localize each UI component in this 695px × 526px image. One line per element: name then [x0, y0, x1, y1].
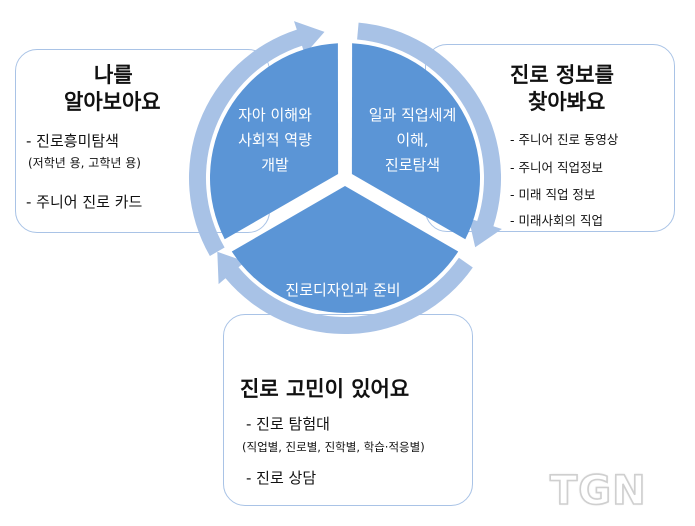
card-title-line2: 알아보아요 [64, 90, 161, 114]
cycle-segments [209, 43, 481, 313]
segment-left-label: 자아 이해와 사회적 역량 개발 [220, 103, 330, 178]
segment-right-line2: 이해, [396, 131, 429, 149]
list-item: - 진로 탐험대 [246, 415, 330, 433]
list-item: - 주니어 진로 동영상 [510, 132, 619, 147]
card-title-line1: 나를 [94, 63, 133, 87]
list-item-note: (저학년 용, 고학년 용) [28, 156, 141, 170]
segment-right [351, 43, 481, 240]
list-item: - 미래 직업 정보 [510, 187, 596, 202]
cycle-arrow-band [188, 21, 502, 335]
card-title-line1: 진로 정보를 [510, 63, 614, 87]
list-item: - 주니어 진로 카드 [26, 193, 143, 211]
segment-left-line3: 개발 [261, 156, 289, 174]
segment-left-line2: 사회적 역량 [238, 131, 312, 149]
list-item: - 주니어 직업정보 [510, 160, 603, 175]
segment-bottom [231, 186, 459, 313]
list-item: - 진로 상담 [246, 469, 317, 487]
cycle-arrow-left [188, 21, 325, 256]
card-title-line2: 찾아봐요 [528, 90, 606, 114]
list-item-note: (직업별, 진로별, 진학별, 학습·적응별) [242, 440, 425, 454]
segment-right-label: 일과 직업세계 이해, 진로탐색 [355, 103, 470, 178]
card-title: 진로 고민이 있어요 [240, 377, 410, 401]
list-item: - 미래사회의 직업 [510, 213, 603, 228]
cycle-arrow-bottom [217, 251, 473, 335]
segment-left [209, 43, 339, 240]
watermark-logo: TGN [549, 467, 647, 515]
card-career-worries: 진로 고민이 있어요 - 진로 탐험대 (직업별, 진로별, 진학별, 학습·적… [223, 314, 473, 506]
segment-bottom-label: 진로디자인과 준비 [285, 281, 401, 299]
list-item: - 진로흥미탐색 [26, 132, 119, 150]
cycle-arrow-right [357, 22, 502, 248]
segment-right-line1: 일과 직업세계 [368, 106, 457, 124]
segment-right-line3: 진로탐색 [384, 156, 441, 174]
segment-left-line1: 자아 이해와 [238, 106, 312, 124]
